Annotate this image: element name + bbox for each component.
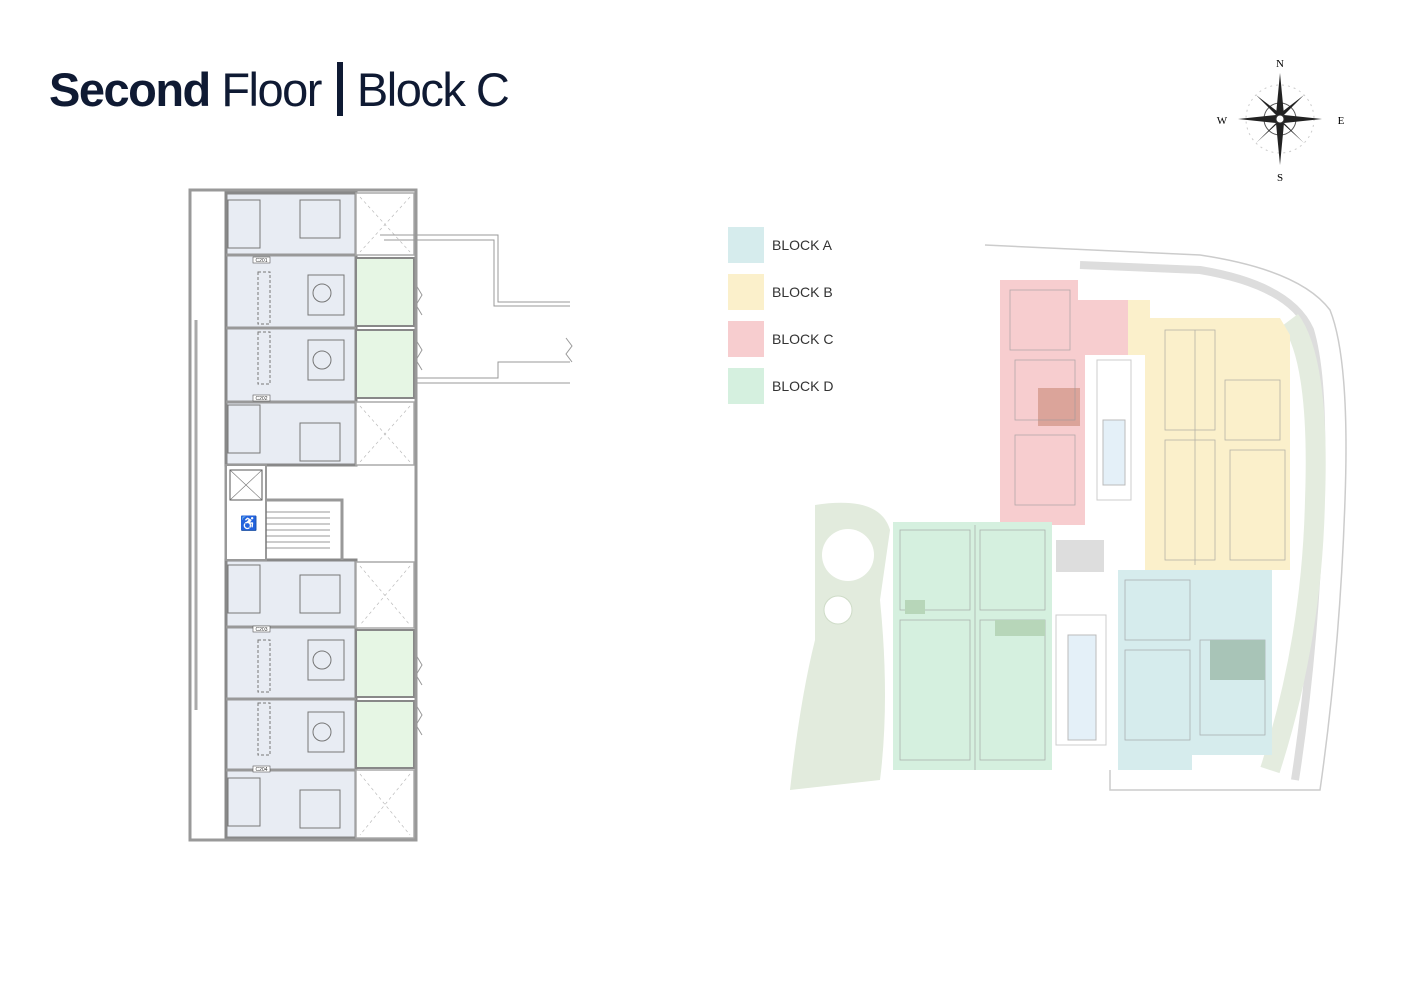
- legend-item-block-c: BLOCK C: [728, 321, 833, 357]
- title-block: Block C: [356, 63, 510, 116]
- legend-item-block-d: BLOCK D: [728, 368, 833, 404]
- legend-swatch: [728, 227, 764, 263]
- unit-label-c201: C201: [256, 258, 268, 264]
- compass-east: E: [1338, 115, 1345, 127]
- site-plan: [790, 244, 1347, 791]
- legend-label: BLOCK B: [772, 284, 833, 300]
- legend-swatch: [728, 321, 764, 357]
- title-separator: [336, 62, 343, 116]
- legend-swatch: [728, 274, 764, 310]
- compass-rose-icon: N S E W: [1217, 58, 1345, 184]
- block-legend: BLOCK A BLOCK B BLOCK C BLOCK D: [728, 227, 833, 415]
- legend-label: BLOCK C: [772, 331, 834, 347]
- legend-label: BLOCK D: [772, 378, 834, 394]
- page-title: Second Floor Block C: [49, 62, 510, 117]
- unit-label-c202: C202: [256, 396, 268, 402]
- legend-item-block-b: BLOCK B: [728, 274, 833, 310]
- block-c-floor-plan: C201 C202 C203 C204 ♿: [188, 188, 573, 842]
- legend-label: BLOCK A: [772, 237, 832, 253]
- title-floor-word: Floor: [221, 63, 322, 116]
- title-floor-number: Second: [49, 63, 211, 116]
- legend-item-block-a: BLOCK A: [728, 227, 833, 263]
- compass-south: S: [1277, 172, 1283, 184]
- compass-west: W: [1217, 115, 1228, 127]
- compass-north: N: [1276, 58, 1284, 70]
- legend-swatch: [728, 368, 764, 404]
- unit-label-c204: C204: [256, 767, 268, 773]
- accessible-icon: ♿: [240, 515, 257, 532]
- unit-label-c203: C203: [256, 627, 268, 633]
